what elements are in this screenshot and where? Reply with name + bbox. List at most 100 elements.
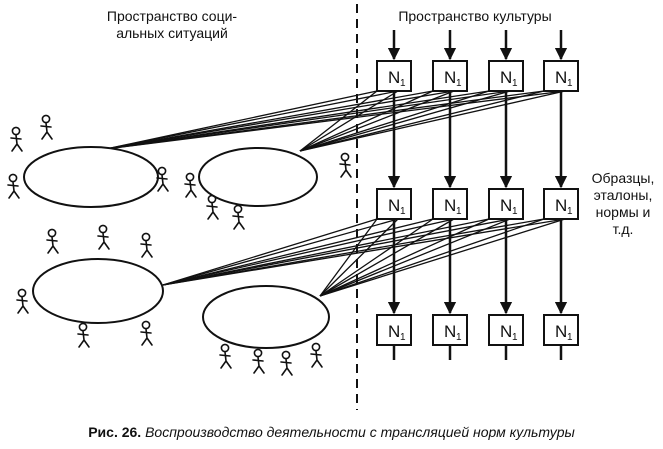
person-icon <box>252 348 265 374</box>
norm-box-label: N <box>500 322 512 341</box>
norm-box-subscript: 1 <box>512 78 518 89</box>
connection-line <box>162 218 511 286</box>
social-space-title-line2: альных ситуаций <box>116 25 228 41</box>
connection-line <box>319 218 490 297</box>
person-icon <box>339 152 352 178</box>
connection-line <box>299 90 455 152</box>
person-icon <box>40 114 53 140</box>
person-icon <box>310 342 323 368</box>
person-icon <box>140 320 153 346</box>
person-icon <box>156 166 169 192</box>
side-note-line-1: Образцы, <box>591 170 655 186</box>
figure-caption: Рис. 26. Воспроизводство деятельности с … <box>0 424 663 440</box>
transmission-arrows <box>387 30 568 360</box>
social-situation-ellipse-1 <box>23 146 159 208</box>
norm-box-subscript: 1 <box>567 332 573 343</box>
norm-box-subscript: 1 <box>456 78 462 89</box>
norm-box-frame <box>432 314 468 346</box>
person-icon <box>7 173 20 199</box>
connection-line <box>299 90 434 152</box>
social-situation-ellipse-4 <box>202 285 330 349</box>
norm-box-subscript: 1 <box>400 332 406 343</box>
connection-lines <box>105 90 566 297</box>
norm-box-frame <box>488 188 524 220</box>
side-note-line-3: нормы и <box>595 204 651 220</box>
norm-box-subscript: 1 <box>512 206 518 217</box>
social-situation-ellipse-3 <box>32 258 164 324</box>
norm-box-label: N <box>500 68 512 87</box>
norm-box-frame <box>543 188 579 220</box>
side-note-line-4: т.д. <box>612 221 634 237</box>
person-icon <box>232 204 245 230</box>
person-icon <box>140 232 153 258</box>
norm-box-label: N <box>444 68 456 87</box>
connection-line <box>319 218 511 297</box>
norm-box-label: N <box>388 196 400 215</box>
connection-line <box>319 218 434 297</box>
norm-box-frame <box>488 60 524 92</box>
connection-line <box>162 218 455 286</box>
norm-box-label: N <box>388 322 400 341</box>
social-space-title: Пространство соци- альных ситуаций <box>72 8 272 42</box>
norm-box-label: N <box>388 68 400 87</box>
connection-line <box>299 90 399 152</box>
person-icon <box>77 322 90 348</box>
person-icon <box>219 343 232 369</box>
norm-box-frame <box>488 314 524 346</box>
connection-line <box>299 90 566 152</box>
social-situation-ellipse-2 <box>198 147 318 207</box>
norm-box-label: N <box>555 322 567 341</box>
norm-box-label: N <box>444 322 456 341</box>
norm-box-frame <box>376 314 412 346</box>
norm-box-label: N <box>444 196 456 215</box>
culture-space-title: Пространство культуры <box>398 8 552 24</box>
norm-box-subscript: 1 <box>456 206 462 217</box>
people-figures <box>7 114 352 376</box>
connection-line <box>162 218 378 286</box>
connection-line <box>319 218 399 297</box>
connection-line <box>319 218 566 297</box>
person-icon <box>206 194 219 220</box>
figure-caption-label: Рис. 26. <box>88 424 142 440</box>
norm-box-frame <box>543 60 579 92</box>
norm-box-label: N <box>555 196 567 215</box>
connection-line <box>299 90 511 152</box>
connection-line <box>105 90 455 150</box>
norm-box-subscript: 1 <box>400 78 406 89</box>
connection-line <box>105 90 399 150</box>
norm-box-frame <box>432 60 468 92</box>
connection-line <box>319 218 378 297</box>
social-space-title-line1: Пространство соци- <box>106 8 238 24</box>
norm-box-frame <box>376 188 412 220</box>
norm-box-frame <box>376 60 412 92</box>
connection-line <box>162 218 434 286</box>
connection-line <box>319 218 455 297</box>
person-icon <box>46 228 59 254</box>
person-icon <box>184 172 197 198</box>
side-note-line-2: эталоны, <box>593 187 653 203</box>
connection-line <box>105 90 378 150</box>
person-icon <box>10 126 23 152</box>
norm-box-frame <box>543 314 579 346</box>
person-icon <box>16 288 29 314</box>
connection-line <box>299 90 378 152</box>
connection-line <box>299 90 545 152</box>
figure-caption-text: Воспроизводство деятельности с трансляци… <box>145 424 575 440</box>
connection-line <box>105 90 511 150</box>
norm-box-frame <box>432 188 468 220</box>
norm-box-subscript: 1 <box>567 78 573 89</box>
